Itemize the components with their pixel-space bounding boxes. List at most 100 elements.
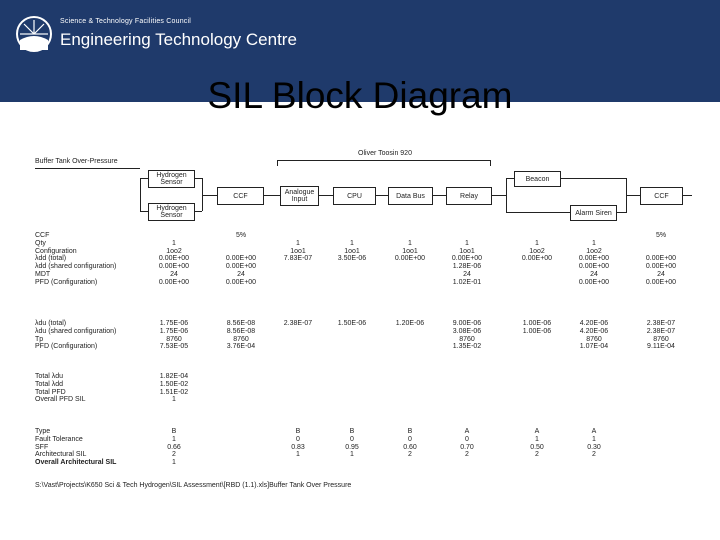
table-cell: 9.11E-04 bbox=[647, 343, 675, 351]
table-cell: 0.00E+00 bbox=[394, 255, 426, 263]
row-label: Overall PFD SIL bbox=[35, 396, 86, 404]
table-cell: 24 bbox=[237, 271, 245, 278]
table-cell: 0.00E+00 bbox=[158, 263, 190, 271]
table-cell: 1 bbox=[465, 239, 469, 247]
table-cell: 3.76E-04 bbox=[226, 343, 256, 351]
hydrogen-sensor-2-block: Hydrogen Sensor bbox=[148, 203, 195, 221]
table-cell: 2.38E-07 bbox=[646, 327, 676, 335]
table-cell: 0.00E+00 bbox=[521, 255, 553, 263]
table-cell: B bbox=[171, 428, 177, 435]
table-cell: A bbox=[591, 428, 597, 435]
row-label: CCF bbox=[35, 232, 50, 239]
table-cell: 1 bbox=[535, 239, 539, 247]
connector bbox=[375, 195, 388, 196]
connector bbox=[682, 195, 692, 196]
data-bus-block: Data Bus bbox=[388, 187, 433, 205]
table-cell: A bbox=[534, 428, 540, 435]
table-cell: 0.00E+00 bbox=[158, 255, 190, 263]
connector bbox=[318, 195, 333, 196]
row-label: PFD (Configuration) bbox=[35, 343, 98, 351]
table-cell: 2 bbox=[172, 451, 176, 459]
table-cell: 1 bbox=[172, 239, 176, 247]
row-label: Fault Tolerance bbox=[35, 435, 83, 443]
hydrogen-sensor-1-block: Hydrogen Sensor bbox=[148, 170, 195, 188]
table-cell: 0 bbox=[350, 435, 354, 443]
row-label: MDT bbox=[35, 271, 51, 278]
org-name-large: Engineering Technology Centre bbox=[60, 30, 297, 49]
table-cell: B bbox=[295, 428, 301, 435]
table-cell: 0.60 bbox=[403, 443, 417, 451]
table-cell: 1.00E-06 bbox=[522, 327, 552, 335]
stfc-logo-icon bbox=[16, 16, 52, 52]
ccf-block-2: CCF bbox=[640, 187, 683, 205]
table-cell: 1 bbox=[172, 435, 176, 443]
row-label: λdd (total) bbox=[35, 255, 67, 263]
connector bbox=[140, 178, 141, 211]
row-label: Total λdu bbox=[35, 373, 64, 380]
row-label: Total λdd bbox=[35, 380, 64, 388]
table-cell: 0.00E+00 bbox=[645, 278, 677, 286]
table-cell: A bbox=[464, 428, 470, 435]
table-cell: 3.50E-06 bbox=[337, 255, 367, 263]
connector bbox=[615, 212, 626, 213]
table-cell: 2 bbox=[592, 451, 596, 459]
slide-title: SIL Block Diagram bbox=[207, 75, 513, 116]
row-label: λdd (shared configuration) bbox=[35, 263, 117, 271]
row-label: Tp bbox=[35, 335, 44, 343]
table-cell: 1.07E-04 bbox=[579, 343, 609, 351]
connector bbox=[194, 178, 202, 179]
connector bbox=[263, 195, 280, 196]
connector bbox=[491, 195, 507, 196]
path-label: Buffer Tank Over-Pressure bbox=[35, 158, 118, 165]
table-cell: 24 bbox=[657, 271, 665, 278]
table-cell: 1 bbox=[172, 396, 176, 404]
table-cell: 1 bbox=[592, 239, 596, 247]
table-cell: 0 bbox=[408, 435, 412, 443]
table-cell: 1.82E-04 bbox=[159, 373, 189, 380]
connector bbox=[506, 178, 514, 179]
connector bbox=[432, 195, 446, 196]
table-cell: 2.38E-07 bbox=[283, 320, 313, 327]
table-cell: 9.00E-06 bbox=[452, 320, 482, 327]
connector bbox=[140, 211, 148, 212]
connector bbox=[140, 178, 148, 179]
table-cell: 1 bbox=[296, 239, 300, 247]
table-cell: 0.95 bbox=[345, 443, 359, 451]
table-cell: 1.28E-06 bbox=[452, 263, 482, 271]
group-label: Oliver Toosin 920 bbox=[358, 150, 412, 157]
table-cell: 8.56E-08 bbox=[226, 320, 256, 327]
table-cell: 8760 bbox=[653, 335, 669, 343]
connector bbox=[202, 178, 203, 211]
table-cell: 0.00E+00 bbox=[158, 278, 190, 286]
table-cell: 0.00E+00 bbox=[225, 263, 257, 271]
table-cell: 2 bbox=[408, 451, 412, 459]
table-cell: 8.56E-08 bbox=[226, 327, 256, 335]
row-label: Configuration bbox=[35, 247, 77, 255]
connector bbox=[560, 178, 626, 179]
table-cell: 0.30 bbox=[587, 443, 601, 451]
group-bracket bbox=[277, 160, 491, 161]
table-cell: 1 bbox=[350, 239, 354, 247]
table-cell: 3.08E-06 bbox=[452, 327, 482, 335]
ccf-block-1: CCF bbox=[217, 187, 264, 205]
row-label: Qty bbox=[35, 239, 46, 247]
table-cell: 0.00E+00 bbox=[578, 263, 610, 271]
table-cell: 8760 bbox=[459, 335, 475, 343]
org-name-small: Science & Technology Facilities Council bbox=[60, 18, 192, 25]
table-cell: 0 bbox=[296, 435, 300, 443]
table-cell: B bbox=[349, 428, 355, 435]
table-cell: 8760 bbox=[233, 335, 249, 343]
table-cell: 1oo2 bbox=[529, 247, 545, 255]
table-cell: B bbox=[407, 428, 413, 435]
row-label: λdu (total) bbox=[35, 320, 67, 327]
relay-block: Relay bbox=[446, 187, 492, 205]
table-cell: 0.00E+00 bbox=[645, 263, 677, 271]
table-cell: 4.20E-06 bbox=[579, 327, 609, 335]
connector bbox=[35, 168, 140, 169]
row-label: Architectural SIL bbox=[35, 451, 87, 459]
table-cell: 1oo1 bbox=[459, 247, 475, 255]
table-cell: 7.53E-05 bbox=[159, 343, 189, 351]
table-cell: 1.75E-06 bbox=[159, 327, 189, 335]
table-cell: 1.51E-02 bbox=[159, 388, 189, 396]
table-cell: 1.75E-06 bbox=[159, 320, 189, 327]
